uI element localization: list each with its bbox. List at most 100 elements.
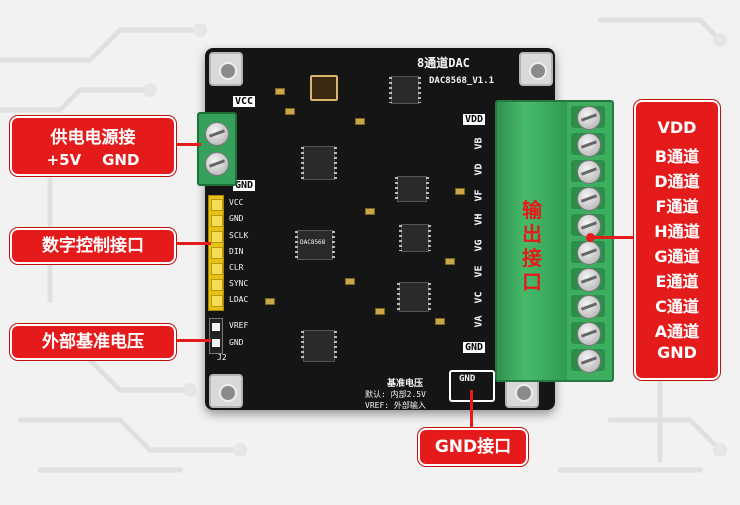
terminal-slot [571, 160, 605, 184]
terminal-slot [571, 133, 605, 157]
board-title: 8通道DAC [417, 56, 470, 70]
callout-line-output [590, 236, 636, 239]
header-pin [211, 295, 223, 307]
header-pin [211, 279, 223, 291]
smd-component [365, 208, 375, 215]
pin-label-din: DIN [229, 247, 244, 256]
term-silk-ve: VE [473, 265, 485, 278]
callout-line-digital [175, 242, 211, 245]
mount-hole-top-left [209, 52, 243, 86]
chip-marking: DAC8568 [300, 239, 326, 246]
output-terminal: 输出接口 [495, 100, 614, 382]
vref-note-line1: 默认: 内部2.5V [365, 390, 426, 399]
power-callout-line1: 供电电源接 [50, 128, 136, 148]
silk-gnd: GND [233, 180, 256, 191]
term-silk-vg: VG [473, 239, 485, 252]
output-label: 输出接口 [522, 198, 542, 294]
header-pin [211, 199, 223, 211]
terminal-slot [571, 106, 605, 130]
digital-callout: 数字控制接口 [10, 228, 176, 264]
legend-g: G通道 [654, 247, 700, 266]
header-pin [211, 247, 223, 259]
header-pin [211, 215, 223, 227]
power-callout-line2: +5V GND [46, 151, 140, 169]
vref-pin-header [209, 318, 223, 354]
board-model: DAC8568_V1.1 [429, 76, 495, 86]
screw-icon [577, 349, 601, 373]
ic-dac8568: DAC8568 [295, 230, 335, 260]
electrolytic-capacitor [310, 75, 338, 101]
power-callout: 供电电源接 +5V GND [10, 116, 176, 176]
screw-icon [577, 187, 601, 211]
terminal-slot [571, 241, 605, 265]
legend-e: E通道 [655, 272, 699, 291]
smd-component [375, 308, 385, 315]
callout-line-power [175, 143, 201, 146]
callout-dot [586, 233, 595, 242]
digital-pin-header [208, 195, 224, 311]
ic-u6 [301, 146, 337, 180]
term-silk-vb: VB [473, 137, 485, 150]
pin-label-clr: CLR [229, 263, 244, 272]
term-silk-vd: VD [473, 163, 485, 176]
term-silk-va: VA [473, 315, 485, 328]
legend-f: F通道 [655, 197, 699, 216]
legend-d: D通道 [654, 172, 700, 191]
smd-component [455, 188, 465, 195]
smd-component [345, 278, 355, 285]
power-terminal [197, 112, 237, 186]
legend-vdd: VDD [657, 118, 697, 137]
pin-label-sync: SYNC [229, 279, 249, 288]
screw-icon [577, 268, 601, 292]
gnd-callout: GND接口 [418, 428, 528, 466]
term-silk-vf: VF [473, 189, 485, 202]
pin-label-sclk: SCLK [229, 231, 249, 240]
legend-a: A通道 [654, 322, 700, 341]
legend-h: H通道 [654, 222, 700, 241]
pin-label-gnd: GND [229, 214, 244, 223]
ic-u2 [399, 224, 431, 252]
screw-icon [577, 295, 601, 319]
ic-u5 [395, 176, 429, 202]
gnd-pad-label: GND [459, 374, 476, 384]
smd-component [435, 318, 445, 325]
terminal-slot [571, 187, 605, 211]
term-silk-vh: VH [473, 213, 485, 226]
callout-line-vref [175, 339, 211, 342]
screw-icon [577, 241, 601, 265]
screw-icon [577, 160, 601, 184]
silk-j2: J2 [217, 353, 227, 362]
term-silk-vdd: VDD [463, 114, 486, 125]
screw-icon [577, 322, 601, 346]
vref-callout: 外部基准电压 [10, 324, 176, 360]
terminal-slot [571, 268, 605, 292]
screw-icon [577, 133, 601, 157]
screw-icon [205, 122, 229, 146]
pin-label-vref-gnd: GND [229, 338, 244, 347]
pin-label-vref: VREF [229, 321, 249, 330]
term-silk-vc: VC [473, 291, 485, 304]
callout-line-gnd [470, 390, 473, 428]
vref-note-title: 基准电压 [387, 379, 424, 389]
pin-label-vcc: VCC [229, 198, 244, 207]
vref-note-line2: VREF: 外部输入 [365, 401, 426, 410]
smd-component [445, 258, 455, 265]
legend-b: B通道 [654, 147, 700, 166]
terminal-body [497, 102, 567, 380]
legend-c: C通道 [655, 297, 699, 316]
screw-icon [205, 152, 229, 176]
terminal-slot [571, 322, 605, 346]
terminal-slot [571, 349, 605, 373]
mount-hole-bottom-left [209, 374, 243, 408]
smd-component [285, 108, 295, 115]
ic-u3 [397, 282, 431, 312]
ic-u1 [389, 76, 421, 104]
smd-component [265, 298, 275, 305]
ic-u4 [301, 330, 337, 362]
silk-vcc: VCC [233, 96, 256, 107]
mount-hole-top-right [519, 52, 553, 86]
smd-component [275, 88, 285, 95]
output-pin-legend: VDD B通道 D通道 F通道 H通道 G通道 E通道 C通道 A通道 GND [634, 100, 720, 380]
header-pin [211, 263, 223, 275]
